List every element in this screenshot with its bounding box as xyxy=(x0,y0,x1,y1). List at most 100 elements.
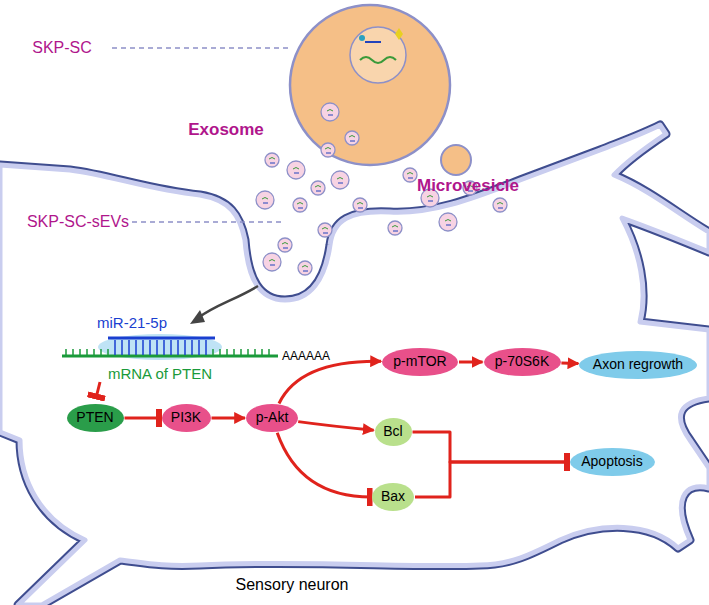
inhibition-line xyxy=(125,417,161,420)
node-label: Bcl xyxy=(383,424,402,439)
vesicle xyxy=(256,191,274,209)
vesicle-cargo xyxy=(302,266,308,268)
pathway-ellipse: Bax xyxy=(371,482,415,512)
activation-arrow xyxy=(459,361,483,364)
polya-tail: AAAAAA xyxy=(282,349,330,363)
ellipse-fill xyxy=(67,404,124,432)
vesicle-cargo xyxy=(407,173,413,175)
base-pair xyxy=(86,349,88,355)
mirna-label: miR-21-5p xyxy=(97,314,167,331)
vesicle-cargo xyxy=(270,265,275,266)
vesicle-cargo xyxy=(270,163,275,164)
base-pair xyxy=(107,349,109,355)
vesicle xyxy=(345,131,359,145)
base-pair xyxy=(135,340,137,355)
vesicle-cargo xyxy=(262,198,268,200)
vesicle-cargo xyxy=(498,208,503,209)
vesicle-cargo xyxy=(323,233,328,234)
base-pair xyxy=(261,349,263,355)
pathway-ellipse: p-mTOR xyxy=(381,347,459,377)
mirna-strand xyxy=(108,337,215,340)
vesicle-cargo xyxy=(297,203,303,205)
base-pair xyxy=(240,349,242,355)
inhibition-line xyxy=(96,382,100,398)
pathway-ellipse: p-Akt xyxy=(245,403,299,433)
vesicle xyxy=(263,253,281,271)
base-pair xyxy=(198,340,200,355)
uptake-arrowhead xyxy=(190,310,205,324)
base-pair xyxy=(212,349,214,355)
base-pair xyxy=(121,340,123,355)
leader-line xyxy=(112,47,292,49)
activation-arrow xyxy=(561,362,578,365)
vesicle-cargo xyxy=(303,271,308,272)
vesicle-cargo xyxy=(298,208,303,209)
base-pair xyxy=(247,349,249,355)
ellipse-fill xyxy=(484,348,561,376)
vesicle-cargo xyxy=(497,203,503,205)
node-label: Bax xyxy=(381,489,405,504)
protein xyxy=(359,35,365,41)
node-label: p-Akt xyxy=(256,410,289,425)
vesicle-cargo xyxy=(408,178,413,179)
pathway-ellipse: Apoptosis xyxy=(569,447,656,477)
vesicle-cargo xyxy=(283,248,288,249)
vesicle-type: Microvesicle xyxy=(417,176,519,196)
vesicle-cargo xyxy=(446,225,451,226)
vesicle-type: Exosome xyxy=(188,120,264,140)
vesicle-cargo xyxy=(326,153,331,154)
vesicle-cargo xyxy=(337,178,343,180)
cell-bud xyxy=(441,145,471,175)
base-pair xyxy=(156,340,158,355)
base-pair xyxy=(268,349,270,355)
ellipse-fill xyxy=(375,418,412,446)
node-label: Apoptosis xyxy=(581,454,642,469)
node-label: PI3K xyxy=(171,410,201,425)
node-label: PTEN xyxy=(76,410,113,425)
vesicle-cargo xyxy=(293,168,299,170)
neuron-membrane xyxy=(0,125,709,605)
base-pair xyxy=(177,340,179,355)
inhibition-line xyxy=(415,462,569,497)
ellipse-fill xyxy=(579,351,697,379)
vesicle-cargo xyxy=(393,231,398,232)
ellipse-fill xyxy=(246,404,298,432)
base-pair xyxy=(93,349,95,355)
skp-sc-cell xyxy=(290,5,450,165)
node-label: p-70S6K xyxy=(495,354,549,369)
vesicle-cargo xyxy=(328,115,333,116)
ellipse-fill xyxy=(570,448,655,476)
base-pair xyxy=(100,349,102,355)
vesicle xyxy=(318,223,332,237)
vesicle xyxy=(311,181,325,195)
vesicle xyxy=(321,103,339,121)
base-pair xyxy=(184,340,186,355)
vesicle-cargo xyxy=(322,228,328,230)
nucleus xyxy=(350,27,406,83)
inhibition-line xyxy=(413,432,569,462)
vesicle-cargo xyxy=(350,141,355,142)
base-pair xyxy=(170,340,172,355)
vesicle-cargo xyxy=(263,203,268,204)
base-pair xyxy=(149,340,151,355)
base-pair xyxy=(191,340,193,355)
base-pair xyxy=(233,349,235,355)
base-pair xyxy=(219,349,221,355)
pathway-ellipse: PTEN xyxy=(66,403,125,433)
mrna-label: mRNA of PTEN xyxy=(108,365,212,382)
activation-arrow xyxy=(212,417,246,420)
vesicle xyxy=(493,198,507,212)
base-pair xyxy=(72,349,74,355)
mirna-strand xyxy=(365,41,381,43)
cell-label: SKP-SC xyxy=(32,39,92,57)
pathway-ellipse: Bcl xyxy=(374,417,413,447)
vesicle-cargo xyxy=(357,203,363,205)
vesicle xyxy=(388,221,402,235)
pathway-ellipse: Axon regrowth xyxy=(578,350,698,380)
base-pair xyxy=(226,349,228,355)
vesicle-cargo xyxy=(325,148,331,150)
vesicle-cargo xyxy=(269,158,275,160)
activation-arrow xyxy=(298,422,373,431)
node-label: p-mTOR xyxy=(393,354,446,369)
